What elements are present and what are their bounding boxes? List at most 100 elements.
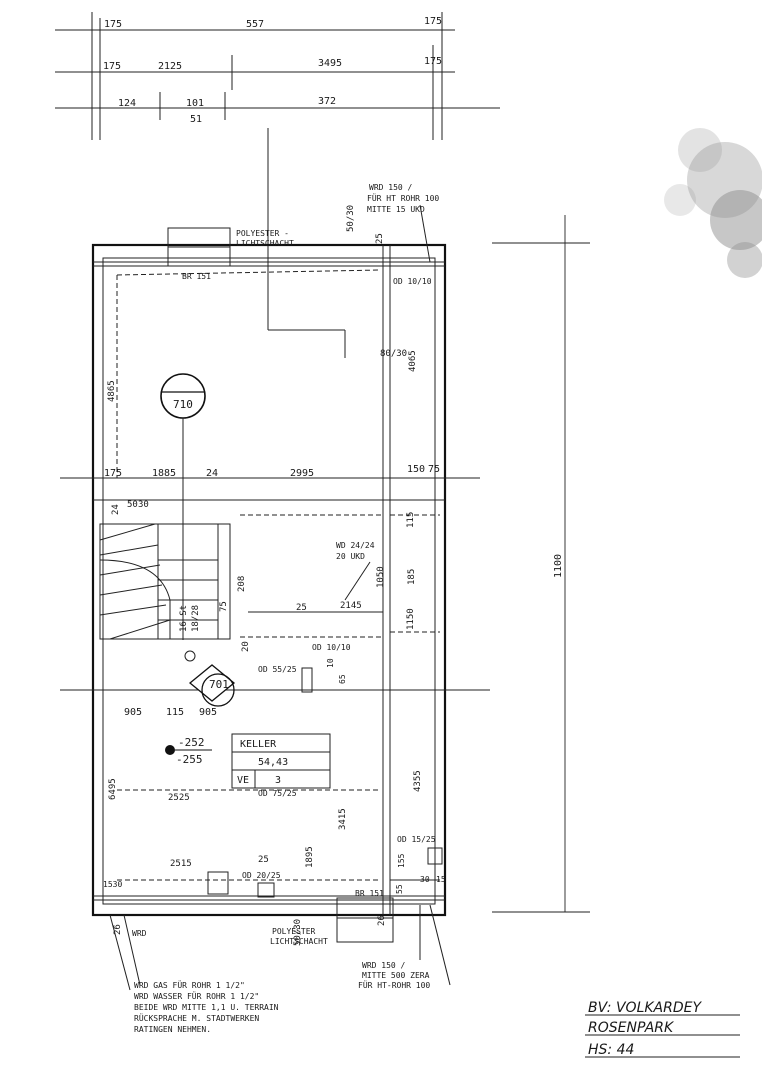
dim-6495: 6495: [108, 778, 118, 800]
mid-dim-150: 150: [407, 464, 425, 475]
dim-1050: 1050: [376, 566, 386, 588]
dim-155: 155: [397, 853, 406, 868]
room-3: 3: [275, 775, 281, 786]
lichtschacht-top-label-2: LICHTSCHACHT: [236, 239, 294, 248]
lichtschacht-bottom-2: LICHTSCHACHT: [270, 937, 328, 946]
top-dimension-lines: [55, 12, 500, 358]
dim-208: 208: [237, 576, 247, 592]
dim-75: 75: [219, 601, 229, 612]
wrd-top-leader: [419, 204, 431, 263]
wrd-bottom-3: FÜR HT-ROHR 100: [358, 980, 430, 990]
dim-24-v: 24: [111, 504, 121, 515]
mid-dim-175: 175: [104, 468, 122, 479]
level-upper: -252: [178, 736, 205, 749]
dim-26: 26: [377, 915, 387, 926]
row2-dim-175: 175: [103, 61, 121, 72]
dim-25-low: 25: [258, 855, 269, 865]
od-10-10-top: OD 10/10: [393, 277, 432, 286]
dim-26-left: 26: [113, 924, 123, 935]
dim-185: 185: [407, 569, 417, 585]
dim-4065: 4065: [408, 350, 418, 372]
section-marker-710: [160, 373, 206, 640]
lichtschacht-bottom-1: POLYESTER: [272, 927, 316, 936]
staircase: [99, 523, 231, 662]
row2-dim-right-175: 175: [424, 56, 442, 67]
wrd-bottom-2: MITTE 500 ZERA: [362, 971, 430, 980]
row2-dim-3495: 3495: [318, 58, 342, 69]
stair-label-1: 16 St: [179, 605, 189, 632]
dim-30: 30: [138, 500, 149, 510]
title-line-1: BV: VOLKARDEY: [588, 1000, 702, 1016]
wd-leader: [344, 561, 371, 601]
dim-55: 55: [395, 884, 404, 894]
dim-115: 115: [406, 512, 416, 528]
dim-2145: 2145: [340, 601, 362, 611]
dim-65: 65: [338, 674, 347, 684]
mid-dim-24: 24: [206, 468, 218, 479]
br-bottom: BR 151: [355, 889, 384, 898]
marker-710-label: 710: [173, 398, 193, 411]
od-10-mid: OD 10/10: [312, 643, 351, 652]
marker-701-label: 701: [209, 678, 229, 691]
mid-dim-75: 75: [428, 464, 440, 475]
title-line-3: HS: 44: [588, 1042, 634, 1058]
lichtschacht-top-label-1: POLYESTER -: [236, 229, 289, 238]
title-block: [585, 1014, 740, 1058]
row3-dim-372: 372: [318, 96, 336, 107]
room-name: KELLER: [240, 739, 277, 750]
mid-dim-2995: 2995: [290, 468, 314, 479]
dim-2515: 2515: [170, 859, 192, 869]
overall-1100: 1100: [553, 554, 564, 578]
wrd-bottom-leader-2: [429, 904, 451, 986]
od-20-25: OD 20/25: [242, 871, 281, 880]
dim-3415: 3415: [338, 808, 348, 830]
lower-dim-905b: 905: [199, 707, 217, 718]
dim-50: 50: [127, 500, 138, 510]
wrd-top-1: WRD 150 /: [369, 183, 413, 192]
od-75-25: OD 75/25: [258, 789, 297, 798]
dim-80-30: 80/30: [380, 349, 407, 359]
dim-50-30-top: 50/30: [346, 205, 356, 232]
dim-15: 15: [436, 875, 446, 884]
top-dim-left-175: 175: [104, 19, 122, 30]
room-ve: VE: [237, 775, 249, 786]
level-lower: -255: [176, 753, 203, 766]
row3-dim-101: 101: [186, 98, 204, 109]
top-dim-557: 557: [246, 19, 264, 30]
dim-25-top: 25: [375, 233, 385, 244]
note-5: RATINGEN NEHMEN.: [134, 1025, 211, 1034]
dim-1895: 1895: [305, 846, 315, 868]
dim-1150: 1150: [406, 608, 416, 630]
od-55-25: OD 55/25: [258, 665, 297, 674]
dim-25-mid: 25: [296, 603, 307, 613]
dim-4355: 4355: [413, 770, 423, 792]
lower-dim-905a: 905: [124, 707, 142, 718]
section-marker-701: [188, 664, 236, 707]
dim-50-30-bottom: 50/30: [293, 919, 303, 946]
dim-20: 20: [241, 641, 251, 652]
wd-note-2: 20 UKD: [336, 552, 365, 561]
note-4: RÜCKSPRACHE M. STADTWERKEN: [134, 1013, 259, 1023]
row3-dim-51: 51: [190, 114, 202, 125]
notes-leader: [109, 914, 131, 991]
row3-dim-124: 124: [118, 98, 136, 109]
wrd-bottom-1: WRD 150 /: [362, 961, 406, 970]
low-opening: [257, 882, 275, 898]
scan-smudge: [664, 128, 762, 278]
note-3: BEIDE WRD MITTE 1,1 U. TERRAIN: [134, 1003, 279, 1012]
lichtschacht-bottom: [336, 897, 394, 943]
building-walls: [60, 243, 490, 917]
corner-box: [427, 847, 443, 865]
dim-10: 10: [326, 658, 335, 668]
top-dim-right-175: 175: [424, 16, 442, 27]
stair-label-2: 18/28: [191, 605, 201, 632]
dim-4865: 4865: [107, 380, 117, 402]
od-15-25: OD 15/25: [397, 835, 436, 844]
wrd-left: WRD: [132, 929, 147, 938]
notes-leader-2: [123, 914, 141, 986]
wrd-top-2: FÜR HT ROHR 100: [367, 193, 439, 203]
room-stamp: [231, 733, 331, 789]
dim-2525: 2525: [168, 793, 190, 803]
lower-dim-115: 115: [166, 707, 184, 718]
